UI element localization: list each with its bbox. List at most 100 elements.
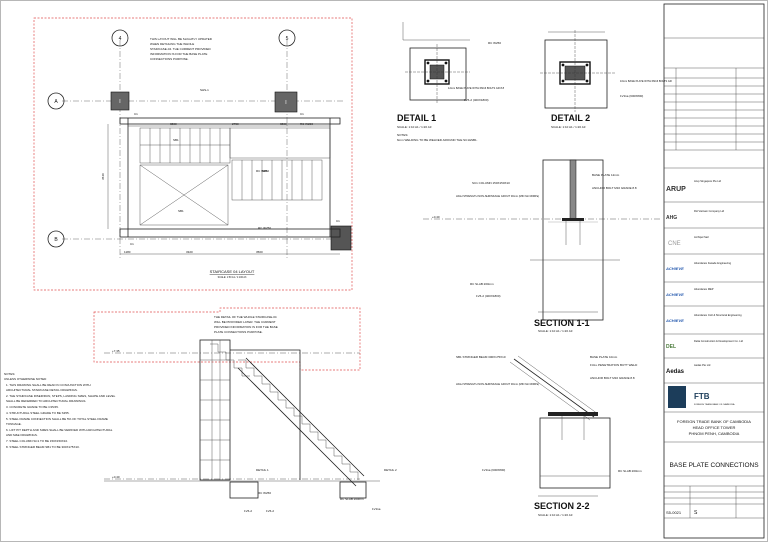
notes-item-6b: AND M&E DRAWINGS. — [6, 433, 38, 437]
grid-bubble-5 — [278, 29, 296, 47]
firm-logo-achieve-1: ACHIEVE — [665, 266, 684, 271]
plan-label-c1-d: C1 — [130, 242, 134, 246]
drawing-revision: S — [694, 510, 698, 516]
section22-label-baseplate: BASE PLATE 10mm — [590, 355, 618, 359]
notes-item-2: 2. THE STAIRCASE RISER/RUN, STEPS, LANDI… — [6, 394, 116, 398]
notes-heading: NOTES: — [4, 372, 15, 376]
section22-title: SECTION 2-2 — [534, 501, 590, 511]
firm-logo-achieve-2: ACHIEVE — [665, 292, 684, 297]
grid-label-5: 5 — [286, 36, 289, 42]
firm-text-rh: RH Vietnam Company Ltd — [694, 209, 725, 213]
elevation-level-top: +7.35 — [112, 349, 120, 353]
detail2-label-baseplate: 10mm BASE PLATE WITH 6M16 BOLTS GR — [620, 79, 672, 83]
elevation-label-slab: RC SLAB 200mm — [340, 497, 364, 501]
plan-dim-1: 3800 — [170, 122, 177, 126]
elevation-label-detail2: DETAIL 2 — [384, 468, 397, 472]
firm-text-ftb: FOREIGN TRADE BANK OF CAMBODIA — [694, 403, 735, 406]
drawing-title: BASE PLATE CONNECTIONS — [669, 462, 759, 469]
stair-elevation: +7.35 +0.40 THE DETAIL OF THE WHOLE STAI… — [93, 307, 397, 513]
section11-label-grout: HIGH STRENGTH NON-SHRINKAGE GROUT 30mm (… — [456, 194, 539, 198]
svg-text:I: I — [119, 99, 120, 105]
firm-text-archipel: Archipel Sarl — [694, 235, 709, 239]
plan-label-sb1-c: SB1 — [178, 209, 184, 213]
firm-logo-arup: ARUP — [666, 186, 686, 193]
firm-logo-achieve-3: ACHIEVE — [665, 318, 684, 323]
section-1-1: +0.40 BASE PLATE 12mm ANCHOR BOLT M16 GR… — [423, 159, 660, 333]
detail2-title: DETAIL 2 — [551, 113, 590, 123]
column-a5 — [274, 91, 298, 113]
layout-plan-scale: SCALE: 1:50 A1 / 1:100 A3 — [218, 276, 247, 279]
firm-text-aedas: Aedas Pte Ltd — [694, 363, 711, 367]
notes-item-4: 4. STRUCTURAL STEEL GRADE TO BE S355. — [6, 411, 70, 415]
section22-label-grout: HIGH STRENGTH NON-SHRINKAGE GROUT 30mm (… — [456, 382, 539, 386]
elevation-label-detail1: DETAIL 1 — [256, 468, 269, 472]
elevation-label-rcw250: RC W250 — [258, 491, 271, 495]
stair-flight-lower — [231, 159, 323, 201]
plan-label-rcw250-b: RC W250 — [258, 226, 271, 230]
detail2-label-footing: 1V11a (600X800) — [620, 94, 643, 98]
column-b5 — [330, 225, 352, 251]
firm-text-facade: Abundance Facade Engineering — [694, 261, 732, 265]
elevation-label-16-2-a: 1V6-2 — [244, 509, 252, 513]
project-line-2: HEAD OFFICE TOWER — [693, 425, 736, 430]
notes-item-5b: TONNAGE. — [6, 422, 22, 426]
section11-label-anchor: ANCHOR BOLT M16 GRADE 8.8 — [592, 186, 637, 190]
drawing-number: S5-0021 — [666, 510, 682, 515]
ftb-logo-box — [668, 386, 686, 408]
plan-label-rcw200: RC W200 — [300, 122, 313, 126]
plan-dim-7: 3500 — [256, 250, 263, 254]
plan-label-c1-b: C1 — [300, 112, 304, 116]
plan-label-c1-a: C1 — [134, 112, 138, 116]
plan-label-rcw250-a: RC W250 — [256, 169, 269, 173]
elevation-note: THE DETAIL OF THE WHOLE STAIRCASE-04 WIL… — [214, 315, 279, 334]
layout-plan-note: THIS LAYOUT WILL BE SLIGHTLY UPDATED WHE… — [150, 37, 213, 61]
section11-label-column: SC1 COLUMN 150X150X10 — [472, 181, 510, 185]
firm-logo-rh: AHG — [666, 215, 677, 221]
detail2-scale: SCALE: 1:10 A1 / 1:20 A3 — [551, 125, 586, 129]
firm-logo-aedas: Aedas — [666, 369, 685, 375]
section22-scale: SCALE: 1:10 A1 / 1:20 A3 — [538, 513, 573, 517]
grid-bubble-a — [47, 92, 65, 110]
layout-red-boundary — [33, 17, 353, 291]
staircase-layout-plan: 4 5 A B I I — [33, 17, 353, 291]
detail-1: RC W250 12mm BASE PLATE WITH 6M16 BOLTS … — [397, 22, 505, 129]
project-line-3: PHNOM PENH, CAMBODIA — [689, 431, 740, 436]
firm-text-civil: Abundance Civil & Structural Engineering — [694, 313, 742, 317]
project-line-1: FOREIGN TRADE BANK OF CAMBODIA — [677, 419, 751, 424]
notes-item-7: 7. STEEL COLUMN SC1 TO BE 150X150X10. — [6, 439, 68, 443]
grid-label-4: 4 — [119, 36, 122, 42]
plan-dim-6: 3320 — [186, 250, 193, 254]
plan-dim-5: 1180 — [124, 250, 131, 254]
notes-item-6: 6. LIFT PIT DEPTH AND SIZES SHALL BE VER… — [6, 428, 113, 432]
section11-level: +0.40 — [432, 215, 440, 219]
grid-bubble-b — [47, 230, 65, 248]
plan-label-c1-c: C1 — [336, 219, 340, 223]
firm-text-arup: Arup Singapore Pte Ltd — [694, 179, 722, 183]
detail1-label-baseplate: 12mm BASE PLATE WITH 6M16 BOLTS GR 8.8 — [448, 86, 505, 90]
grid-label-a: A — [54, 99, 58, 105]
plan-label-sb1-a: SB1 — [173, 138, 179, 142]
notes-intro: UNLESS OTHERWISE NOTED — [4, 377, 47, 381]
notes-item-1b: ARCHITECTURAL STAIRCASE DETAIL DRAWINGS. — [6, 388, 78, 392]
firm-text-delta: Delta Construction & Development Co. Ltd — [694, 339, 743, 343]
section11-label-footing: 1V6-2 (400X1800) — [476, 294, 501, 298]
firm-text-mep: Abundance MEP — [694, 287, 714, 291]
elevation-level-bottom: +0.40 — [112, 475, 120, 479]
detail-2: 10mm BASE PLATE WITH 6M16 BOLTS GR 1V11a… — [540, 30, 672, 129]
column-a4 — [110, 91, 130, 111]
section22-label-slab: RC SLAB 200mm — [618, 469, 642, 473]
plan-label-sb1-b: SB1 — [262, 169, 268, 173]
section11-label-baseplate: BASE PLATE 12mm — [592, 173, 620, 177]
grid-label-b: B — [54, 237, 58, 243]
notes-item-8: 8. STEEL STRINGER BEAM SB1 TO BE 300X175… — [6, 445, 80, 449]
detail-notes-heading: NOTES: — [397, 133, 408, 137]
detail-notes-text: 6mm WELDING TO BE WELDED AROUND THE SC1&… — [397, 138, 478, 142]
firm-logo-archipel: CNE — [668, 241, 681, 247]
firm-logo-delta: DEL — [666, 344, 676, 350]
general-notes: NOTES: UNLESS OTHERWISE NOTED 1. THIS DR… — [4, 372, 116, 449]
detail1-title: DETAIL 1 — [397, 113, 436, 123]
section22-label-stringer: SB1 STRINGER BEAM 300X175X10 — [456, 355, 506, 359]
elevation-label-1v11a: 1V11a — [372, 507, 381, 511]
notes-item-5: 5. STEEL FRAME CONNECTION SHALL BE 5% OF… — [6, 417, 108, 421]
